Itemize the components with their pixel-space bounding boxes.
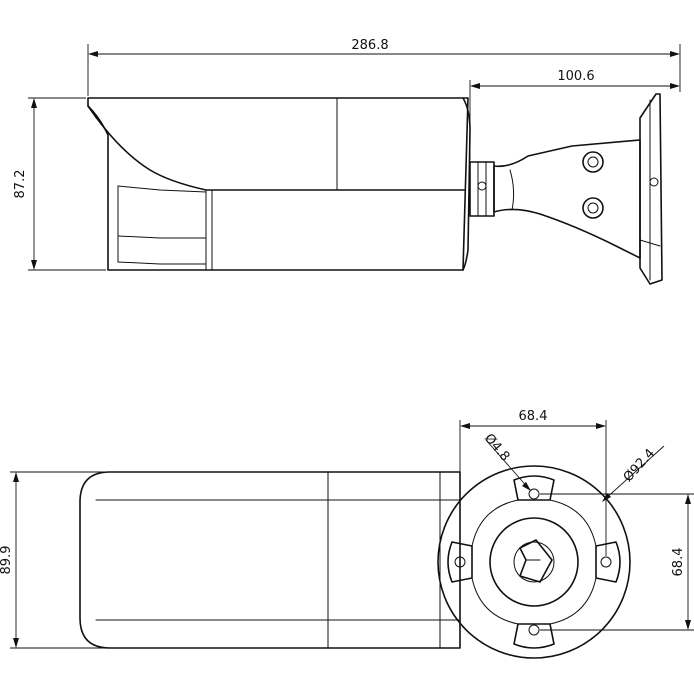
dimension-overall-length: 286.8	[351, 38, 388, 53]
dimension-bottom-height: 89.9	[0, 546, 14, 575]
mounting-base-dimensions: 68.4 68.4 Ø4.8 Ø92.4	[459, 409, 694, 631]
side-view	[87, 93, 663, 285]
dimension-base-height: 68.4	[671, 548, 686, 577]
side-view-bracket-arm	[493, 139, 641, 259]
base-hole-left	[454, 556, 466, 568]
base-cable-notch	[519, 539, 553, 583]
dimension-bracket-length: 100.6	[557, 69, 594, 84]
base-hole-top	[528, 488, 540, 500]
side-view-sunshield	[87, 105, 466, 191]
base-center-hub	[489, 517, 579, 607]
side-view-housing	[87, 97, 469, 271]
bottom-view	[79, 471, 461, 649]
bottom-view-dimensions: 89.9	[0, 471, 108, 649]
side-view-wall-plate	[639, 93, 663, 285]
dimension-outer-diameter: Ø92.4	[621, 446, 658, 485]
side-view-dimensions: 286.8 100.6 87.2	[13, 38, 681, 271]
bracket-screw-bottom	[582, 197, 604, 219]
dimension-side-height: 87.2	[13, 170, 28, 199]
dimension-base-width: 68.4	[519, 409, 548, 424]
mounting-base-view	[437, 465, 631, 659]
base-inner-contour	[513, 475, 555, 501]
base-hole-bottom	[528, 624, 540, 636]
dimension-hole-diameter: Ø4.8	[481, 431, 512, 464]
side-view-bracket-neck	[469, 161, 495, 217]
base-outer-ring	[437, 465, 631, 659]
bracket-screw-top	[582, 151, 604, 173]
base-hole-right	[600, 556, 612, 568]
bottom-view-housing	[79, 471, 461, 649]
